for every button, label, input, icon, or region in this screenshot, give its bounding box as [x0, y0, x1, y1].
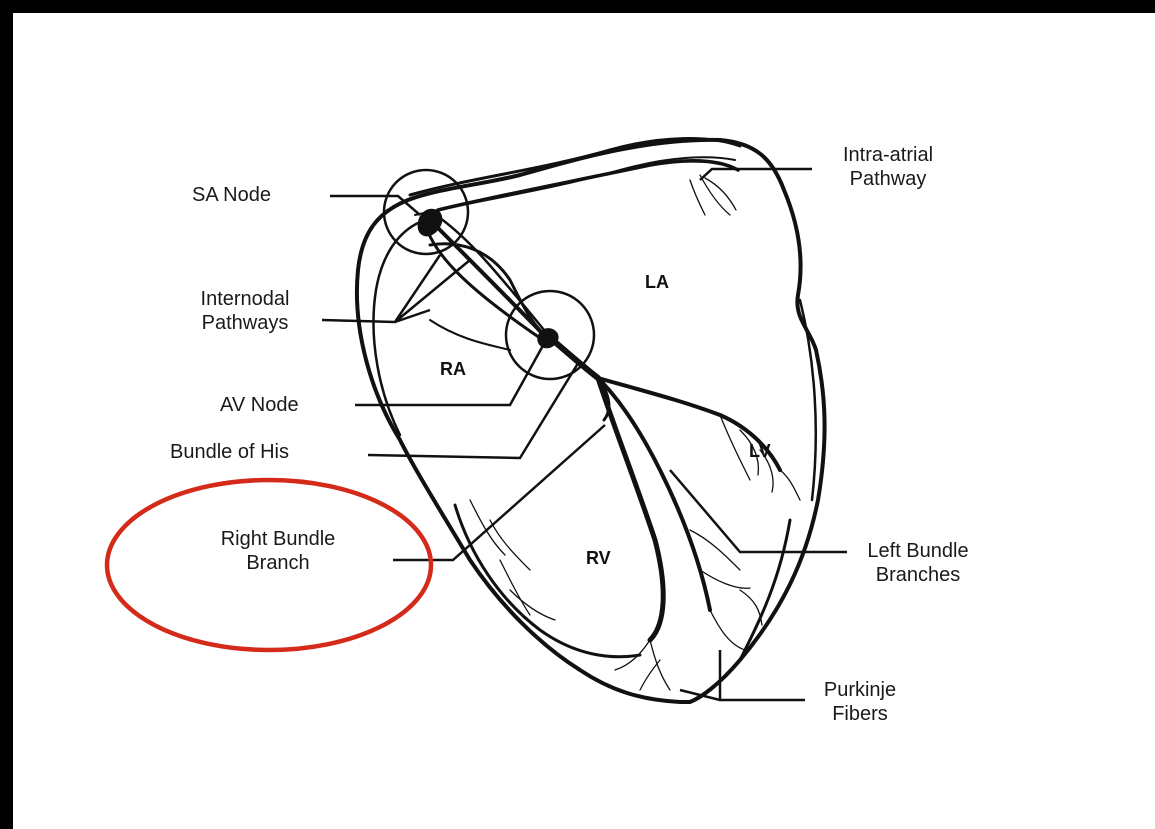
label-internodal-pathways: Internodal Pathways: [170, 287, 320, 335]
label-left-bundle-line2: Branches: [848, 563, 988, 587]
label-intra-atrial-line1: Intra-atrial: [818, 143, 958, 167]
internodal-pathway-2: [428, 232, 540, 338]
left-bundle-branch-posterior: [598, 378, 710, 610]
label-av-node: AV Node: [220, 393, 299, 417]
atrial-septum-lower: [430, 320, 510, 350]
label-internodal-line2: Pathways: [170, 311, 320, 335]
leader-intra-atrial: [700, 169, 812, 180]
intra-atrial-pathway: [438, 161, 738, 210]
label-purkinje-line2: Fibers: [800, 702, 920, 726]
label-purkinje-fibers: Purkinje Fibers: [800, 678, 920, 726]
label-right-bundle-line1: Right Bundle: [178, 527, 378, 551]
label-internodal-line1: Internodal: [170, 287, 320, 311]
chamber-label-ra: RA: [440, 359, 466, 380]
label-right-bundle-line2: Branch: [178, 551, 378, 575]
label-intra-atrial-line2: Pathway: [818, 167, 958, 191]
label-intra-atrial-pathway: Intra-atrial Pathway: [818, 143, 958, 191]
ventricle-apex-wall: [740, 520, 790, 660]
label-purkinje-line1: Purkinje: [800, 678, 920, 702]
label-bundle-of-his: Bundle of His: [170, 440, 289, 464]
label-sa-node: SA Node: [192, 183, 271, 207]
label-left-bundle-line1: Left Bundle: [848, 539, 988, 563]
label-left-bundle-branches: Left Bundle Branches: [848, 539, 988, 587]
label-right-bundle-branch: Right Bundle Branch: [178, 527, 378, 575]
internodal-pathway-1: [434, 224, 542, 333]
chamber-label-lv: LV: [749, 441, 771, 462]
leader-internodal: [322, 255, 470, 322]
chamber-label-la: LA: [645, 272, 669, 293]
interatrial-septum: [430, 244, 540, 330]
chamber-label-rv: RV: [586, 548, 611, 569]
